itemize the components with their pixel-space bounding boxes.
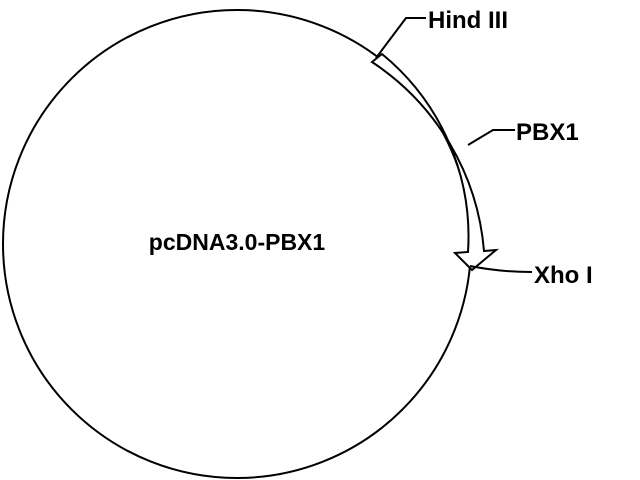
xho-i-label: Xho I	[534, 262, 593, 289]
insert-arrow	[370, 52, 500, 272]
hind-iii-leader	[375, 17, 426, 59]
xho-i-leader	[469, 265, 533, 273]
pbx1-leader	[467, 129, 515, 146]
pbx1-label: PBX1	[516, 119, 579, 146]
plasmid-name-label: pcDNA3.0-PBX1	[149, 229, 326, 255]
hind-iii-label: Hind III	[428, 7, 508, 34]
